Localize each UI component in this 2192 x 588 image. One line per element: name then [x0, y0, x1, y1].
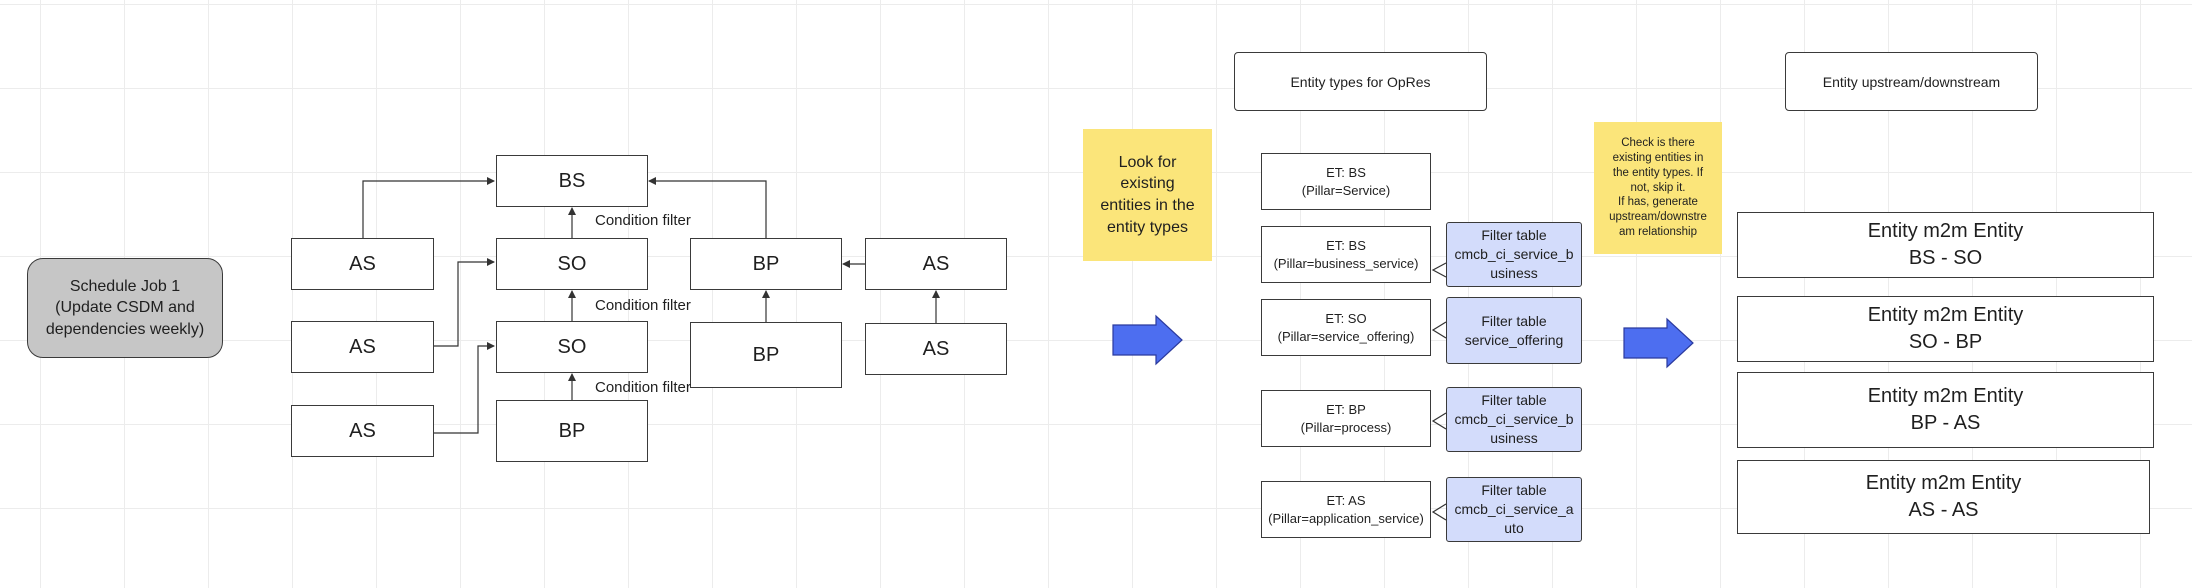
node-as-left-3[interactable]: AS [291, 405, 434, 457]
connector-filter1 [1431, 262, 1447, 278]
connector-as2-to-so1 [434, 258, 495, 347]
connector-as1-to-bs [362, 177, 495, 238]
sticky-note-check-existing[interactable]: Check is there existing entities in the … [1594, 122, 1722, 254]
node-as-right-2[interactable]: AS [865, 323, 1007, 375]
entity-type-so-service-offering[interactable]: ET: SO (Pillar=service_offering) [1261, 299, 1431, 356]
relationship-as-as[interactable]: Entity m2m Entity AS - AS [1737, 460, 2150, 534]
filter-table-business-service-1[interactable]: Filter table cmcb_ci_service_b usiness [1446, 222, 1582, 287]
filter-table-business-service-2[interactable]: Filter table cmcb_ci_service_b usiness [1446, 387, 1582, 452]
node-as-left-2[interactable]: AS [291, 321, 434, 373]
condition-filter-label-2: Condition filter [595, 297, 691, 314]
node-bs[interactable]: BS [496, 155, 648, 207]
condition-filter-label-1: Condition filter [595, 212, 691, 229]
relationship-so-bp[interactable]: Entity m2m Entity SO - BP [1737, 296, 2154, 362]
node-as-right-1[interactable]: AS [865, 238, 1007, 290]
entity-type-bp-process[interactable]: ET: BP (Pillar=process) [1261, 390, 1431, 447]
big-arrow-1 [1112, 314, 1183, 366]
entity-type-as-application-service[interactable]: ET: AS (Pillar=application_service) [1261, 481, 1431, 538]
node-bp-right-bottom[interactable]: BP [690, 322, 842, 388]
node-as-left-1[interactable]: AS [291, 238, 434, 290]
condition-filter-label-3: Condition filter [595, 379, 691, 396]
connector-filter2 [1431, 321, 1447, 339]
node-bp-right[interactable]: BP [690, 238, 842, 290]
filter-table-service-offering[interactable]: Filter table service_offering [1446, 297, 1582, 364]
sticky-note-look-for-entities[interactable]: Look for existing entities in the entity… [1083, 129, 1212, 261]
big-arrow-2 [1623, 317, 1694, 369]
node-bp-bottom[interactable]: BP [496, 400, 648, 462]
connector-bp-to-bs [648, 177, 767, 238]
schedule-job-node[interactable]: Schedule Job 1 (Update CSDM and dependen… [27, 258, 223, 358]
connector-filter3 [1431, 412, 1447, 430]
filter-table-service-auto[interactable]: Filter table cmcb_ci_service_a uto [1446, 477, 1582, 542]
node-so-top[interactable]: SO [496, 238, 648, 290]
entity-type-bs-business-service[interactable]: ET: BS (Pillar=business_service) [1261, 226, 1431, 283]
connector-as3-to-so2 [434, 342, 495, 434]
connector-filter4 [1431, 503, 1447, 521]
entity-type-bs-service[interactable]: ET: BS (Pillar=Service) [1261, 153, 1431, 210]
node-so-bottom[interactable]: SO [496, 321, 648, 373]
relationship-bp-as[interactable]: Entity m2m Entity BP - AS [1737, 372, 2154, 448]
entity-relationship-header[interactable]: Entity upstream/downstream [1785, 52, 2038, 111]
entity-types-header[interactable]: Entity types for OpRes [1234, 52, 1487, 111]
relationship-bs-so[interactable]: Entity m2m Entity BS - SO [1737, 212, 2154, 278]
